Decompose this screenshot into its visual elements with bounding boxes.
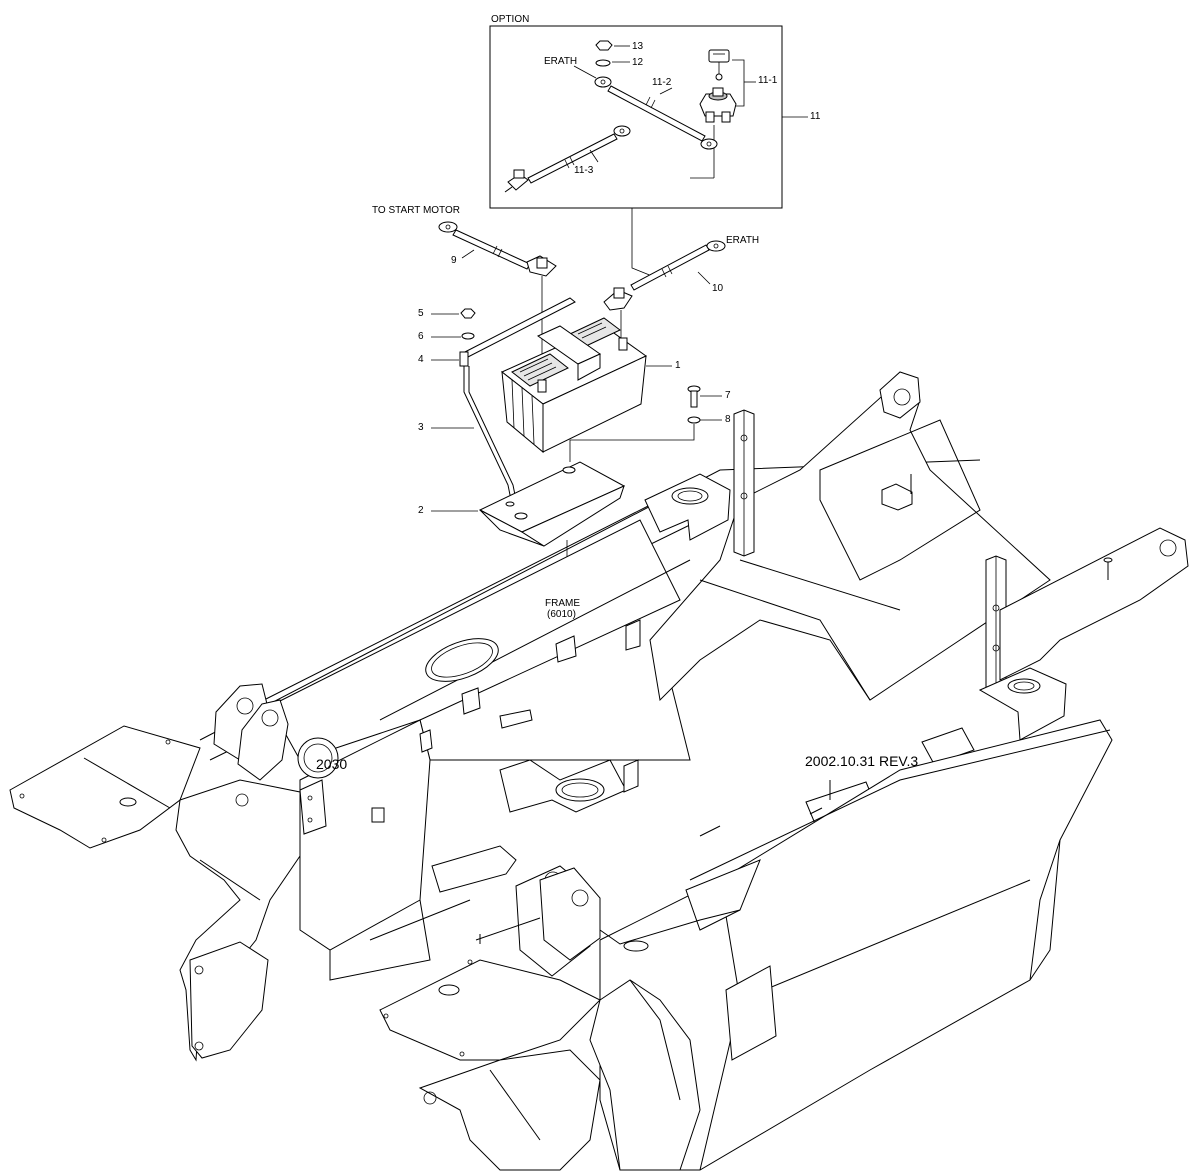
- callout-2: 2: [418, 505, 424, 516]
- frame-label: FRAME: [545, 598, 580, 609]
- earth-label: ERATH: [726, 235, 760, 246]
- option-battery-switch: [690, 49, 756, 179]
- main-frame: [9, 371, 1189, 1171]
- battery-tray-2: [431, 461, 626, 547]
- callout-8: 8: [725, 414, 731, 425]
- callout-3: 3: [418, 422, 424, 433]
- callout-1: 1: [675, 360, 681, 371]
- callout-5: 5: [418, 308, 424, 319]
- option-box: [489, 25, 808, 277]
- option-nut-washer: [595, 40, 630, 67]
- cable-10-earth: [603, 240, 726, 338]
- frame-code-label: (6010): [547, 609, 576, 620]
- callout-9: 9: [451, 255, 457, 266]
- battery-1: [501, 317, 672, 454]
- revision-label: 2002.10.31 REV.3: [805, 753, 919, 769]
- callout-11-3: 11-3: [574, 165, 594, 176]
- nut-5-washer-6: [431, 308, 476, 340]
- callout-11-2: 11-2: [652, 77, 672, 88]
- callout-10: 10: [712, 283, 724, 294]
- callout-7: 7: [725, 390, 731, 401]
- cable-9-to-start-motor: [438, 221, 557, 366]
- option-title: OPTION: [491, 14, 530, 25]
- bolt-7-washer-8: [569, 385, 722, 462]
- option-cable-11-3: [504, 125, 631, 193]
- callout-6: 6: [418, 331, 424, 342]
- to-start-motor-label: TO START MOTOR: [372, 205, 460, 216]
- option-cable-11-2: [573, 65, 718, 150]
- callout-11: 11: [810, 111, 821, 122]
- drawing-number: 2030: [316, 756, 348, 772]
- callout-4: 4: [418, 354, 424, 365]
- callout-13: 13: [632, 41, 644, 52]
- rod-3: [431, 366, 517, 501]
- callout-12: 12: [632, 57, 644, 68]
- callout-11-1: 11-1: [758, 75, 778, 86]
- earth-label-option: ERATH: [544, 56, 578, 67]
